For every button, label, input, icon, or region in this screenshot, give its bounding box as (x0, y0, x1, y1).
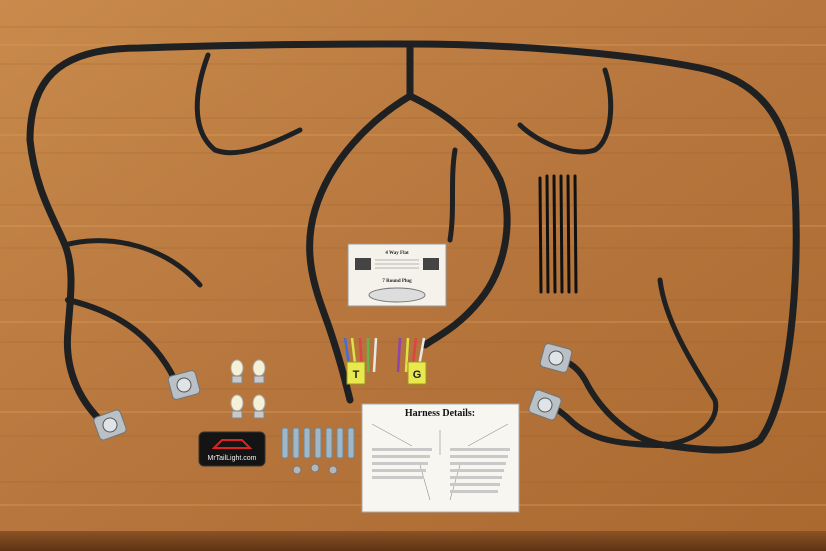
bulb (252, 394, 266, 419)
card-heading-7round: 7 Round Plug (382, 279, 412, 284)
brand-logo-badge: MrTailLight.com (198, 431, 266, 467)
bulb (230, 394, 244, 419)
socket-connector-lower-left (93, 409, 127, 441)
screws (292, 463, 338, 475)
zip-ties (538, 174, 578, 294)
card-heading-4way: 4 Way Flat (385, 251, 409, 256)
wiring-harness (26, 40, 800, 454)
logo-text: MrTailLight.com (207, 455, 256, 462)
harness-details-card: Harness Details: (361, 403, 520, 513)
round-plug-icon (368, 287, 426, 303)
socket-connector-lower-right (528, 389, 562, 421)
butt-connectors (281, 427, 355, 459)
bulb (252, 359, 266, 384)
trailer-wire-bundle: T G (343, 337, 427, 385)
light-bulbs (230, 359, 266, 419)
socket-connector-upper-right (539, 343, 573, 373)
tag-left-label: T (353, 369, 360, 381)
truck-icon (211, 439, 253, 449)
socket-connectors (93, 343, 573, 441)
plug-icon-left (355, 258, 371, 270)
plug-icon-right (423, 258, 439, 270)
harness-card-title: Harness Details: (405, 408, 475, 419)
tag-right-label: G (413, 369, 422, 381)
tag-left (346, 361, 366, 385)
bulb (230, 359, 244, 384)
wiring-diagram-card: 4 Way Flat 7 Round Plug (347, 243, 447, 307)
tag-right (407, 361, 427, 385)
socket-connector-upper-left (167, 370, 201, 400)
